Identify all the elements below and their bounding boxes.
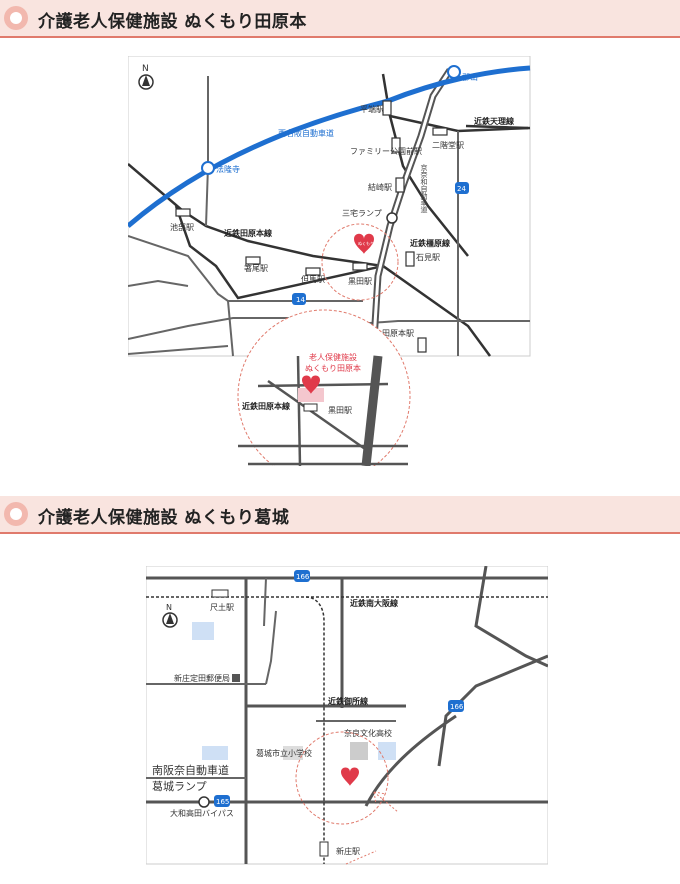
section-header-katsuragi: 介護老人保健施設 ぬくもり葛城 — [0, 496, 680, 534]
north-label: N — [142, 64, 149, 74]
svg-text:尺土駅: 尺土駅 — [210, 602, 234, 612]
svg-text:165: 165 — [216, 798, 229, 806]
svg-text:法隆寺: 法隆寺 — [216, 164, 240, 174]
interchange-icon — [201, 161, 215, 175]
svg-text:近鉄田原本線: 近鉄田原本線 — [224, 228, 272, 238]
map-katsuragi: N 166 166 165 尺土駅 新庄駅 近鉄南大阪線 近鉄御所線 新庄定田郵… — [146, 566, 548, 865]
svg-text:14: 14 — [296, 296, 305, 304]
svg-text:近鉄天理線: 近鉄天理線 — [474, 116, 514, 126]
svg-text:箸尾駅: 箸尾駅 — [244, 263, 268, 273]
facility-heart-icon — [341, 767, 359, 786]
svg-text:ぬくもり: ぬくもり — [358, 240, 374, 246]
svg-text:ファミリー公園前駅: ファミリー公園前駅 — [350, 146, 422, 156]
svg-text:166: 166 — [296, 573, 310, 581]
expressway-label: 西名阪自動車道 — [278, 128, 334, 138]
route-shield-icon: 166 — [448, 700, 464, 712]
bullet-icon — [4, 6, 28, 30]
svg-text:二階堂駅: 二階堂駅 — [432, 140, 464, 150]
svg-text:黒田駅: 黒田駅 — [348, 277, 372, 286]
svg-text:近鉄御所線: 近鉄御所線 — [328, 696, 368, 706]
svg-text:京奈和自動車道: 京奈和自動車道 — [420, 163, 428, 214]
svg-text:奈良文化高校: 奈良文化高校 — [344, 728, 392, 738]
svg-text:三宅ランプ: 三宅ランプ — [342, 208, 382, 218]
svg-text:池部駅: 池部駅 — [170, 222, 194, 232]
svg-text:平端駅: 平端駅 — [360, 104, 384, 114]
interchange-icon — [447, 65, 461, 79]
svg-text:黒田駅: 黒田駅 — [328, 406, 352, 415]
route-shield-icon: 24 — [455, 182, 469, 194]
svg-text:南阪奈自動車道: 南阪奈自動車道 — [152, 763, 229, 777]
route-shield-icon: 166 — [294, 570, 310, 582]
svg-text:石見駅: 石見駅 — [416, 253, 440, 262]
svg-text:近鉄橿原線: 近鉄橿原線 — [410, 238, 450, 248]
svg-text:葛城市立小学校: 葛城市立小学校 — [256, 748, 312, 758]
svg-text:葛城ランプ: 葛城ランプ — [152, 780, 207, 793]
svg-text:新庄定田郵便局: 新庄定田郵便局 — [174, 673, 230, 683]
svg-text:近鉄南大阪線: 近鉄南大阪線 — [350, 598, 398, 608]
bullet-icon — [4, 502, 28, 526]
svg-text:24: 24 — [457, 185, 466, 193]
svg-text:大和高田バイパス: 大和高田バイパス — [170, 808, 234, 818]
svg-text:郡山: 郡山 — [462, 72, 478, 82]
svg-text:N: N — [166, 603, 172, 612]
section-title: 介護老人保健施設 ぬくもり田原本 — [38, 12, 307, 32]
svg-text:老人保健施設: 老人保健施設 — [309, 352, 357, 362]
svg-text:166: 166 — [450, 703, 464, 711]
facility-heart-icon — [354, 233, 374, 254]
svg-text:ぬくもり田原本: ぬくもり田原本 — [305, 363, 361, 373]
route-shield-icon: 165 — [214, 795, 230, 807]
svg-text:但馬駅: 但馬駅 — [301, 274, 325, 284]
section-header-tawaramoto: 介護老人保健施設 ぬくもり田原本 — [0, 0, 680, 38]
facility-heart-icon — [302, 375, 320, 394]
svg-text:新庄駅: 新庄駅 — [336, 846, 360, 856]
svg-text:結崎駅: 結崎駅 — [368, 182, 392, 192]
svg-text:近鉄田原本線: 近鉄田原本線 — [242, 401, 290, 411]
section-title: 介護老人保健施設 ぬくもり葛城 — [38, 508, 290, 528]
route-shield-icon: 14 — [292, 293, 306, 305]
svg-text:田原本駅: 田原本駅 — [382, 328, 414, 338]
map-tawaramoto: N 郡山 法隆寺 西名阪自動車道 近鉄天理線 近鉄田原本線 近鉄橿原線 京奈和自… — [128, 56, 531, 466]
